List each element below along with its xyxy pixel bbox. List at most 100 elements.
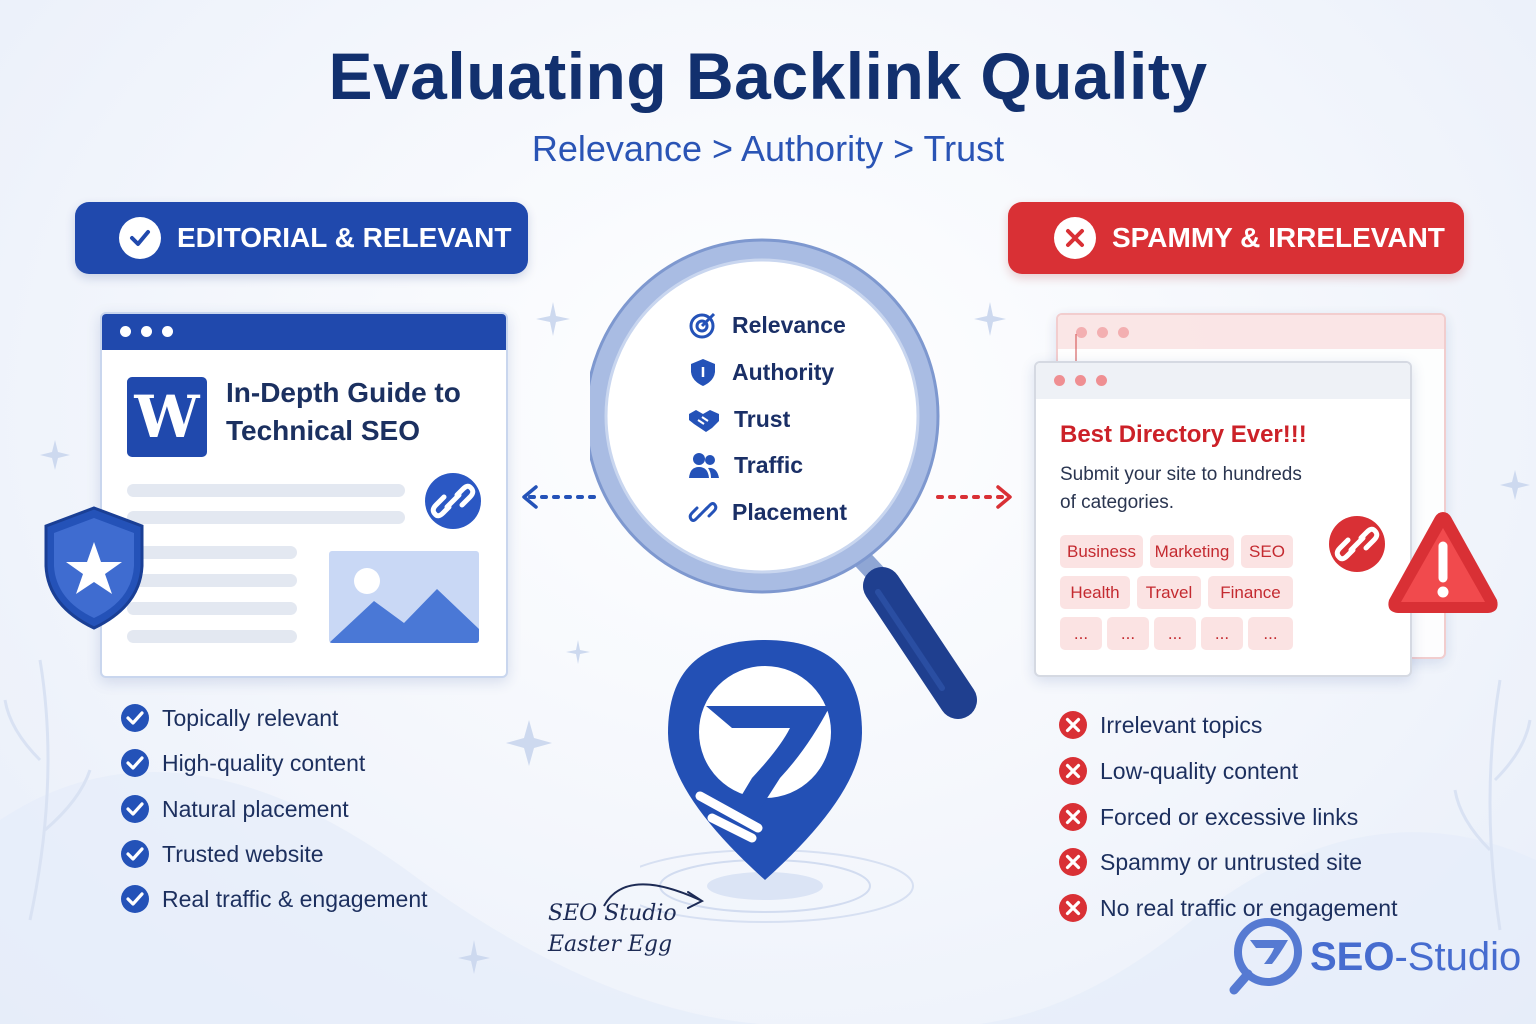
text-line [127, 511, 405, 524]
connector-line [1075, 334, 1077, 362]
bad-item: Forced or excessive links [1058, 802, 1358, 832]
editorial-header-label: EDITORIAL & RELEVANT [177, 222, 512, 253]
page-title: Evaluating Backlink Quality [328, 39, 1208, 113]
criterion-label: Traffic [734, 451, 804, 478]
document-logo-icon: W [127, 377, 207, 457]
good-item: Trusted website [120, 839, 324, 869]
good-item: Topically relevant [120, 703, 338, 733]
criterion-placement: Placement [688, 497, 847, 527]
directory-description: Submit your site to hundreds of categori… [1060, 461, 1302, 517]
link-icon [424, 472, 482, 535]
magnifying-glass-icon [590, 238, 977, 719]
category-tag: ... [1154, 617, 1196, 650]
text-line [127, 602, 297, 615]
window-title-bar [102, 314, 506, 350]
good-item-label: Natural placement [162, 795, 349, 822]
good-item-label: Real traffic & engagement [162, 885, 428, 912]
good-item: Natural placement [120, 794, 349, 824]
star-shield-icon [40, 504, 148, 637]
brand-name: SEO-Studio [1310, 935, 1521, 980]
check-circle-icon [121, 749, 149, 777]
bad-item: Irrelevant topics [1058, 710, 1262, 740]
window-dots [120, 326, 173, 337]
spam-directory-window: Best Directory Ever!!! Submit your site … [1034, 361, 1412, 677]
criterion-label: Trust [734, 405, 791, 432]
bad-item-label: Forced or excessive links [1100, 803, 1359, 830]
good-item: High-quality content [120, 748, 365, 778]
category-tag: Marketing [1150, 535, 1234, 568]
broken-link-icon [1328, 514, 1386, 579]
warning-icon [1384, 506, 1502, 623]
criterion-relevance: Relevance [688, 310, 846, 340]
directory-description-line1: Submit your site to hundreds [1060, 464, 1302, 485]
check-circle-icon [121, 795, 149, 823]
check-circle-icon [121, 840, 149, 868]
directory-description-line2: of categories. [1060, 492, 1175, 513]
check-circle-icon [119, 217, 161, 259]
editorial-article-window: W In-Depth Guide to Technical SEO [100, 312, 508, 678]
x-circle-icon [1059, 757, 1087, 785]
article-title-line2: Technical SEO [226, 415, 420, 446]
easter-egg-line1: SEO Studio [548, 901, 677, 926]
criterion-label: Placement [732, 498, 848, 525]
good-item-label: Topically relevant [162, 704, 339, 731]
curved-arrow-icon [603, 883, 705, 909]
image-placeholder-icon [329, 551, 479, 643]
left-arrow-icon [522, 485, 602, 509]
category-tag: Finance [1208, 576, 1293, 609]
x-circle-icon [1059, 848, 1087, 876]
text-line [127, 630, 297, 643]
shield-icon [691, 359, 715, 386]
category-tag: ... [1107, 617, 1149, 650]
good-item-label: Trusted website [162, 840, 324, 867]
bad-item-label: Spammy or untrusted site [1100, 848, 1363, 875]
window-title-bar [1036, 363, 1410, 399]
x-circle-icon [1059, 803, 1087, 831]
criterion-label: Relevance [732, 311, 846, 338]
brand-name-part2: -Studio [1394, 934, 1522, 979]
category-tag: ... [1201, 617, 1243, 650]
good-item: Real traffic & engagement [120, 884, 428, 914]
category-tag: ... [1248, 617, 1293, 650]
bad-item-label: Low-quality content [1100, 757, 1299, 784]
window-dots [1076, 327, 1129, 338]
spammy-irrelevant-header: SPAMMY & IRRELEVANT [1008, 202, 1464, 274]
criterion-trust: Trust [688, 404, 790, 434]
users-icon [689, 453, 719, 478]
spammy-header-label: SPAMMY & IRRELEVANT [1112, 222, 1445, 253]
bad-item: No real traffic or engagement [1058, 893, 1397, 923]
window-dots [1054, 375, 1107, 386]
check-circle-icon [121, 704, 149, 732]
check-circle-icon [121, 885, 149, 913]
criterion-authority: Authority [688, 357, 834, 387]
article-title-line1: In-Depth Guide to [226, 377, 461, 408]
right-arrow-icon [936, 485, 1012, 509]
bad-item: Spammy or untrusted site [1058, 847, 1362, 877]
window-title-bar [1058, 315, 1444, 349]
bad-item: Low-quality content [1058, 756, 1298, 786]
category-tag: Business [1060, 535, 1143, 568]
seo-studio-brand: SEO-Studio [1228, 918, 1521, 996]
good-item-label: High-quality content [162, 749, 366, 776]
x-circle-icon [1054, 217, 1096, 259]
criterion-label: Authority [732, 358, 835, 385]
target-icon [689, 312, 716, 339]
easter-egg-line2: Easter Egg [548, 932, 673, 957]
text-line [127, 574, 297, 587]
text-line [127, 484, 405, 497]
text-line [127, 546, 297, 559]
category-tag: Health [1060, 576, 1130, 609]
seo-studio-pin-icon [640, 640, 914, 923]
article-title: In-Depth Guide to Technical SEO [226, 374, 496, 450]
handshake-icon [689, 410, 719, 432]
x-circle-icon [1059, 894, 1087, 922]
brand-name-part1: SEO [1310, 934, 1395, 979]
directory-title: Best Directory Ever!!! [1060, 421, 1307, 448]
category-tag: Travel [1137, 576, 1201, 609]
page-subtitle: Relevance > Authority > Trust [531, 128, 1005, 169]
criterion-traffic: Traffic [688, 450, 803, 480]
link-icon [688, 502, 718, 522]
bad-item-label: No real traffic or engagement [1100, 894, 1398, 921]
editorial-relevant-header: EDITORIAL & RELEVANT [75, 202, 528, 274]
